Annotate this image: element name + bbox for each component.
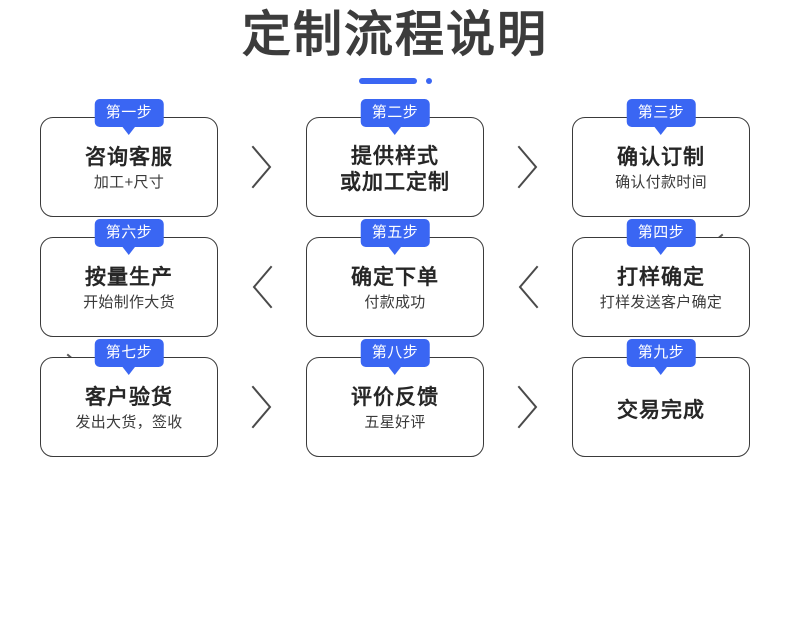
chevron-right-icon (249, 143, 275, 191)
page-header: 定制流程说明 (0, 0, 790, 85)
step-badge-9: 第九步 (626, 338, 696, 367)
process-flow: 第一步 咨询客服 加工+尺寸 第二步 提供样式 或加工定制 第三步 确认订制 确… (0, 98, 790, 467)
step-card-8[interactable]: 第八步 评价反馈 五星好评 (306, 338, 484, 457)
step-title-7: 客户验货 (85, 385, 173, 409)
step-title-3: 确认订制 (617, 145, 705, 169)
chevron-left-icon (249, 263, 275, 311)
chevron-right-icon (515, 143, 541, 191)
step-title-8: 评价反馈 (351, 385, 439, 409)
step-card-9[interactable]: 第九步 交易完成 (572, 338, 750, 457)
step-subtitle-6: 开始制作大货 (83, 294, 175, 312)
step-title-2-line2: 或加工定制 (340, 170, 450, 194)
title-decoration (0, 77, 790, 85)
step-subtitle-8: 五星好评 (364, 414, 426, 432)
step-card-3[interactable]: 第三步 确认订制 确认付款时间 (572, 98, 750, 217)
step-subtitle-4: 打样发送客户确定 (599, 294, 723, 312)
chevron-right-icon (515, 383, 541, 431)
flow-row-1: 第一步 咨询客服 加工+尺寸 第二步 提供样式 或加工定制 第三步 确认订制 确… (40, 98, 750, 227)
chevron-left-icon (515, 263, 541, 311)
chevron-right-icon (249, 383, 275, 431)
step-badge-2: 第二步 (360, 98, 430, 127)
step-title-9: 交易完成 (617, 399, 705, 423)
step-subtitle-3: 确认付款时间 (615, 174, 707, 192)
step-badge-3: 第三步 (626, 98, 696, 127)
step-badge-5: 第五步 (360, 218, 430, 247)
step-title-1: 咨询客服 (85, 145, 173, 169)
step-card-7[interactable]: 第七步 客户验货 发出大货，签收 (40, 338, 218, 457)
step-badge-6: 第六步 (94, 218, 164, 247)
flow-row-2: 第六步 按量生产 开始制作大货 第五步 确定下单 付款成功 第四步 打样确定 打… (40, 218, 750, 347)
step-badge-8: 第八步 (360, 338, 430, 367)
step-card-2[interactable]: 第二步 提供样式 或加工定制 (306, 98, 484, 217)
step-subtitle-5: 付款成功 (364, 294, 426, 312)
step-badge-1: 第一步 (94, 98, 164, 127)
step-title-4: 打样确定 (617, 265, 705, 289)
decoration-bar-icon (358, 77, 417, 84)
step-title-2-line1: 提供样式 (351, 145, 439, 169)
step-subtitle-1: 加工+尺寸 (93, 174, 165, 192)
step-card-6[interactable]: 第六步 按量生产 开始制作大货 (40, 218, 218, 337)
step-card-5[interactable]: 第五步 确定下单 付款成功 (306, 218, 484, 337)
step-card-1[interactable]: 第一步 咨询客服 加工+尺寸 (40, 98, 218, 217)
step-title-2: 提供样式 或加工定制 (340, 144, 450, 195)
step-title-5: 确定下单 (351, 265, 439, 289)
step-badge-7: 第七步 (94, 338, 164, 367)
step-badge-4: 第四步 (626, 218, 696, 247)
step-title-6: 按量生产 (85, 265, 173, 289)
step-card-4[interactable]: 第四步 打样确定 打样发送客户确定 (572, 218, 750, 337)
page-title: 定制流程说明 (241, 8, 548, 62)
decoration-dot-icon (425, 77, 432, 84)
flow-row-3: 第七步 客户验货 发出大货，签收 第八步 评价反馈 五星好评 第九步 交易完成 (40, 338, 750, 467)
step-subtitle-7: 发出大货，签收 (75, 414, 183, 432)
